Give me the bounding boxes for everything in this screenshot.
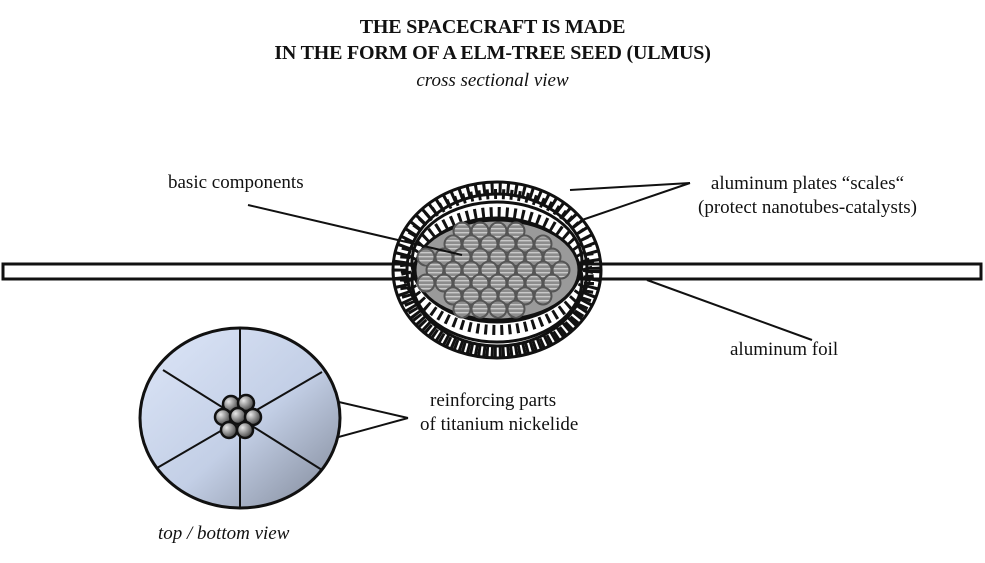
basic-component	[506, 299, 526, 319]
basic-component	[542, 247, 562, 267]
basic-component	[533, 234, 553, 254]
basic-component	[551, 260, 571, 280]
basic-component	[470, 299, 490, 319]
label-aluminum-plates-line1: aluminum plates “scales“	[710, 173, 905, 194]
basic-component	[542, 273, 562, 293]
hub-sphere	[219, 420, 239, 440]
leader-basic-components	[247, 204, 463, 256]
aluminum-scales	[391, 180, 603, 360]
leader-plates-a	[569, 182, 691, 191]
core-basic-components	[413, 218, 581, 322]
label-aluminum-foil: aluminum foil	[730, 339, 839, 360]
diagram-title-line1: THE SPACECRAFT IS MADE	[359, 16, 626, 38]
label-reinforcing-parts: reinforcing parts of titanium nickelide	[420, 389, 578, 437]
hub-sphere	[235, 420, 255, 440]
label-top-bottom-view: top / bottom view	[158, 523, 290, 544]
hub-sphere	[243, 407, 263, 427]
label-reinforcing-line2: of titanium nickelide	[420, 414, 579, 435]
leader-foil	[646, 279, 813, 341]
label-basic-components: basic components	[168, 172, 304, 193]
leader-plates-b	[581, 182, 691, 221]
label-aluminum-plates: aluminum plates “scales“ (protect nanotu…	[698, 172, 917, 220]
diagram-subtitle: cross sectional view	[416, 70, 569, 91]
label-aluminum-plates-line2: (protect nanotubes-catalysts)	[698, 197, 917, 218]
label-reinforcing-line1: reinforcing parts	[430, 390, 557, 411]
basic-component	[452, 299, 472, 319]
basic-component	[488, 299, 508, 319]
basic-component	[506, 221, 526, 241]
basic-component	[416, 273, 436, 293]
basic-component	[533, 286, 553, 306]
diagram-title-line2: IN THE FORM OF A ELM-TREE SEED (ULMUS)	[274, 42, 711, 64]
top-bottom-view-disc	[138, 326, 342, 510]
